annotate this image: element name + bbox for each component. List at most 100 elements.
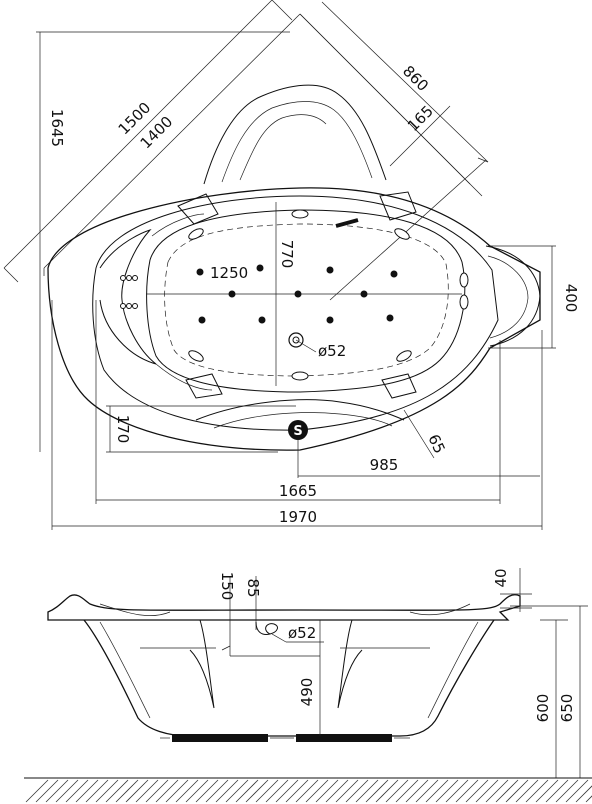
width-1665-dimension: 1665 xyxy=(95,300,501,504)
side-rim-dimensions: 150 85 xyxy=(218,572,320,657)
support-foot-left xyxy=(172,734,268,742)
hatch-line xyxy=(405,779,429,803)
plan-view: 1645 1500 1400 860 165 xyxy=(3,0,580,530)
side-backrest-right xyxy=(337,619,363,709)
jet xyxy=(326,266,334,274)
nozzle xyxy=(459,294,469,310)
jet xyxy=(256,264,264,272)
dim-165-label: 165 xyxy=(404,102,437,135)
rim-65-leader xyxy=(403,409,435,459)
armrest-top-right xyxy=(379,191,417,221)
side-backrest-left xyxy=(189,619,215,709)
hatch-line xyxy=(415,779,439,803)
hatch-line xyxy=(155,779,179,803)
hatch-line xyxy=(275,779,299,803)
hatch-line xyxy=(395,779,419,803)
dim-65-label: 65 xyxy=(424,431,448,456)
jet xyxy=(326,316,334,324)
width-1970-dimension: 1970 xyxy=(51,300,543,530)
jet xyxy=(360,290,368,298)
hatch-line xyxy=(265,779,289,803)
hatch-line xyxy=(295,779,319,803)
left-170-dimension: 170 xyxy=(106,405,296,453)
armrest-top-left xyxy=(177,193,219,225)
lower-shelf xyxy=(195,399,405,421)
armrest-bottom-right xyxy=(381,373,417,399)
side-tub-inner-right xyxy=(427,621,479,719)
hatch-line xyxy=(575,785,592,803)
hatch-line xyxy=(485,779,509,803)
hatch-line xyxy=(565,779,589,803)
hatch-line xyxy=(105,779,129,803)
depth-490-dimension: 490 xyxy=(298,620,321,736)
drain: ø52 xyxy=(288,332,346,360)
hatch-line xyxy=(315,779,339,803)
drain-diameter-label: ø52 xyxy=(318,342,346,360)
side-drain: ø52 xyxy=(255,621,324,643)
side-top-rim xyxy=(47,594,521,621)
hatch-line xyxy=(475,779,499,803)
air-jet xyxy=(132,275,138,281)
overflow-slot xyxy=(335,218,359,228)
lower-shelf-inner xyxy=(213,412,393,429)
rim-40-dimension: 40 xyxy=(492,568,532,612)
hatch-line xyxy=(435,779,459,803)
armrest-bottom-left xyxy=(185,373,223,399)
hatch-line xyxy=(185,779,209,803)
height-dimensions: 600 650 xyxy=(510,605,588,779)
hatch-line xyxy=(465,779,489,803)
hatch-line xyxy=(235,779,259,803)
hatch-line xyxy=(425,779,449,803)
jet xyxy=(196,268,204,276)
hatch-line xyxy=(135,779,159,803)
dim-400-label: 400 xyxy=(562,284,580,313)
dim-150-label: 150 xyxy=(218,572,236,601)
hatch-line xyxy=(305,779,329,803)
dim-1645-label: 1645 xyxy=(48,109,66,147)
hatch-line xyxy=(385,779,409,803)
nozzle xyxy=(188,228,204,240)
dim-770-label: 770 xyxy=(278,240,296,269)
hatch-line xyxy=(25,779,49,803)
dim-985-label: 985 xyxy=(370,456,399,474)
jet xyxy=(258,316,266,324)
hatch-line xyxy=(345,779,369,803)
nozzle xyxy=(394,228,410,240)
side-nozzles xyxy=(188,209,469,381)
offset-985-dimension: 985 xyxy=(297,440,540,478)
right-lobe-outline xyxy=(485,245,541,347)
hatch-line xyxy=(455,779,479,803)
hatch-line xyxy=(195,779,219,803)
left-seat-inner xyxy=(151,213,205,237)
corner-headrest-inner-2 xyxy=(239,114,327,181)
side-tub-inner xyxy=(99,621,151,719)
hatch-line xyxy=(445,779,469,803)
hatch-line xyxy=(215,779,239,803)
jet xyxy=(294,290,302,298)
hatch-line xyxy=(45,779,69,803)
jet xyxy=(198,316,206,324)
hatch-line xyxy=(95,779,119,803)
dim-1250-label: 1250 xyxy=(210,264,248,282)
diagonal-dimension-lines xyxy=(3,0,489,301)
dim-600-label: 600 xyxy=(534,694,552,723)
hatch-line xyxy=(355,779,379,803)
basin-inner-dash xyxy=(164,223,449,377)
hatch-line xyxy=(325,779,349,803)
side-view: 150 85 ø52 490 40 600 xyxy=(24,568,592,803)
nozzle xyxy=(459,272,469,288)
air-jet xyxy=(132,303,138,309)
dim-1665-label: 1665 xyxy=(279,482,317,500)
hatch-line xyxy=(545,779,569,803)
air-jet xyxy=(126,303,132,309)
corner-headrest-inner xyxy=(221,101,373,183)
hatch-line xyxy=(505,779,529,803)
height-1645-dimension: 1645 xyxy=(36,31,290,452)
dim-85-label: 85 xyxy=(244,578,262,597)
tub-inner-rim xyxy=(92,195,499,431)
jets xyxy=(120,264,398,324)
hatch-line xyxy=(255,779,279,803)
jet xyxy=(228,290,236,298)
left-seat-outline xyxy=(99,228,157,365)
